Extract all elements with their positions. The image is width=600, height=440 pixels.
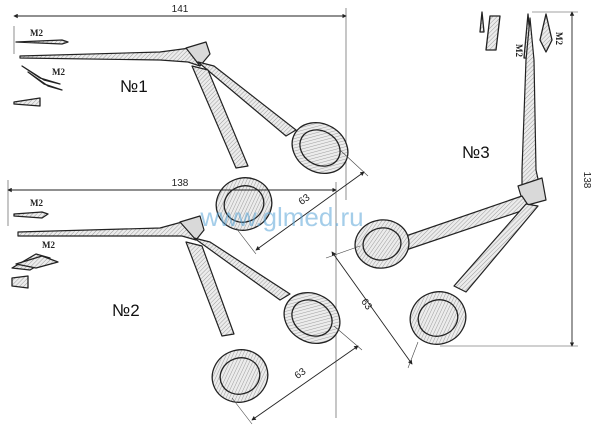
tip-size-label-2b: M2 <box>42 240 55 250</box>
instrument-label-2: №2 <box>112 301 140 320</box>
handle-dimension-2: 63 <box>293 366 309 382</box>
tip-size-label-2a: M2 <box>30 198 43 208</box>
tip-size-label-1b: M2 <box>52 67 65 77</box>
tip-size-label-3b: M2 <box>554 32 564 45</box>
instrument-2: 138 M2 M2 63 №2 <box>7 178 363 425</box>
instrument-label-3: №3 <box>462 143 490 162</box>
watermark: www.glmed.ru <box>199 202 363 232</box>
length-dimension-2: 138 <box>172 178 189 189</box>
length-dimension-1: 141 <box>172 4 189 15</box>
tip-size-label-1a: M2 <box>30 28 43 38</box>
handle-dimension-3: 63 <box>358 297 374 313</box>
length-dimension-3: 138 <box>581 172 592 189</box>
tip-size-label-3a: M2 <box>514 44 524 57</box>
instrument-label-1: №1 <box>120 77 148 96</box>
instrument-3: 138 M2 M2 63 №3 <box>325 11 592 369</box>
